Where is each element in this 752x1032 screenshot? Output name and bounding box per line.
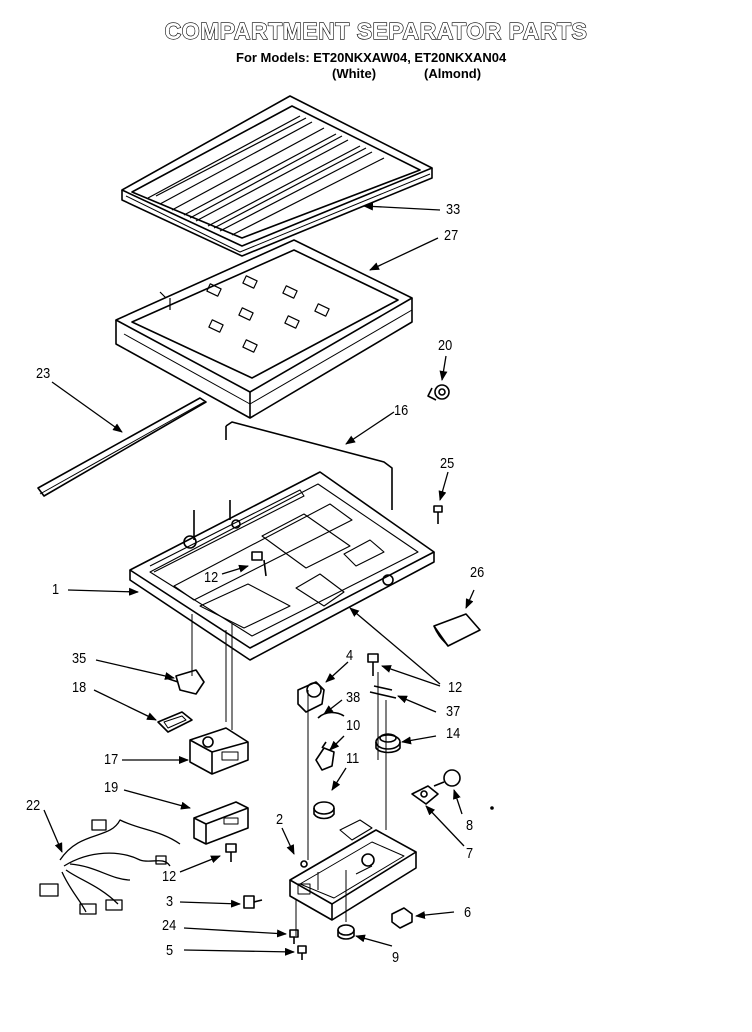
callout-17: 17 <box>104 751 119 768</box>
part-2-housing-base <box>289 819 417 921</box>
callout-2: 2 <box>276 811 284 828</box>
part-17-control-housing <box>189 727 249 775</box>
callout-27: 27 <box>444 227 459 244</box>
callout-12-right: 12 <box>448 679 463 696</box>
part-38-spring <box>317 711 345 719</box>
callout-1: 1 <box>52 581 60 598</box>
callout-5: 5 <box>166 942 174 959</box>
callout-10: 10 <box>346 717 361 734</box>
part-27-frame <box>115 239 413 419</box>
callout-16: 16 <box>394 402 409 419</box>
part-12-screw-lower <box>225 843 237 862</box>
part-8-lamp <box>433 769 461 787</box>
variant-almond: (Almond) <box>424 66 482 81</box>
callout-22: 22 <box>26 797 41 814</box>
part-5-screw <box>297 945 307 960</box>
callout-24: 24 <box>162 917 177 934</box>
callout-11: 11 <box>346 750 360 767</box>
callout-12-upper: 12 <box>204 569 219 586</box>
callout-19: 19 <box>104 779 119 796</box>
part-10-switch <box>315 741 335 771</box>
part-12-screw-right <box>367 653 379 676</box>
callout-14: 14 <box>446 725 461 742</box>
callout-37: 37 <box>446 703 461 720</box>
callout-12-lower: 12 <box>162 868 177 885</box>
callout-25: 25 <box>440 455 455 472</box>
part-20-knob <box>427 384 450 401</box>
callout-9: 9 <box>392 949 400 966</box>
part-25-screw <box>433 505 443 524</box>
part-6-connector <box>391 907 413 929</box>
part-7-socket <box>411 785 439 805</box>
callout-3: 3 <box>166 893 174 910</box>
callout-20: 20 <box>438 337 453 354</box>
callout-8: 8 <box>466 817 474 834</box>
part-37-shaft <box>369 685 397 699</box>
part-35-clip <box>165 669 205 695</box>
part-24-screw <box>289 929 299 944</box>
part-14-gear <box>375 733 401 754</box>
callout-6: 6 <box>464 904 472 921</box>
models-line: For Models: ET20NKXAW04, ET20NKXAN04 <box>236 50 507 65</box>
part-19-bracket <box>193 801 249 845</box>
callout-35: 35 <box>72 650 87 667</box>
callout-26: 26 <box>470 564 485 581</box>
callout-38: 38 <box>346 689 361 706</box>
part-18-plate <box>157 711 193 733</box>
callout-7: 7 <box>466 845 474 862</box>
part-16-rod <box>225 421 393 510</box>
part-33-grille <box>121 95 433 257</box>
part-3-clip <box>243 895 263 909</box>
callout-4: 4 <box>346 647 354 664</box>
assembly-lines <box>191 614 387 936</box>
variant-white: (White) <box>332 66 377 81</box>
part-26-baffle <box>433 613 481 647</box>
part-11-damper-knob <box>313 801 335 820</box>
part-12-screw-upper <box>251 551 267 577</box>
part-9-grommet <box>337 924 355 940</box>
part-1-separator-pan <box>129 471 435 661</box>
part-23-trim-strip <box>37 397 207 497</box>
leader-lines <box>43 202 475 956</box>
callout-23: 23 <box>36 365 51 382</box>
callout-33: 33 <box>446 201 461 218</box>
part-4-thermostat <box>297 681 325 713</box>
callout-18: 18 <box>72 679 87 696</box>
part-22-wire-harness <box>39 819 181 915</box>
diagram-title: COMPARTMENT SEPARATOR PARTS <box>164 17 588 44</box>
